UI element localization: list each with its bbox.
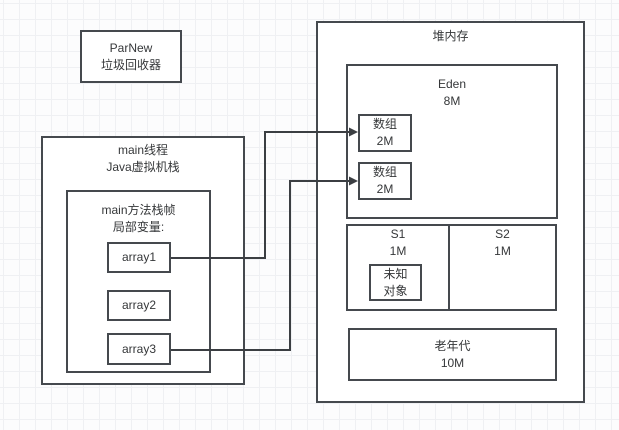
local-vars-label: 局部变量:	[112, 220, 165, 234]
old-generation-box: 老年代 10M	[348, 328, 557, 381]
parnew-gc-box: ParNew 垃圾回收器	[80, 30, 182, 83]
survivor-s2-name: S2	[495, 227, 510, 241]
eden-name: Eden	[437, 77, 467, 91]
unknown-object-line2: 对象	[383, 283, 408, 298]
jvm-stack-title-line1: main线程	[117, 143, 168, 157]
heap-memory-title: 堆内存	[432, 29, 469, 43]
old-generation-name: 老年代	[434, 338, 471, 353]
local-var-array1-box: array1	[107, 242, 171, 273]
eden-array-object-2-size: 2M	[376, 182, 394, 196]
eden-array-object-1-name: 数组	[372, 117, 397, 131]
parnew-gc-subtitle: 垃圾回收器	[100, 57, 161, 72]
local-var-array2-box: array2	[107, 290, 171, 321]
stack-frame-title: main方法栈帧	[101, 203, 176, 217]
unknown-object-box: 未知 对象	[369, 264, 422, 301]
eden-size: 8M	[443, 94, 461, 108]
local-var-array3-box: array3	[107, 333, 171, 365]
parnew-gc-name: ParNew	[109, 40, 153, 55]
eden-array-object-2-name: 数组	[372, 165, 397, 179]
eden-array-object-2-box: 数组 2M	[358, 162, 412, 200]
survivor-s2-box: S2 1M	[448, 224, 557, 311]
jvm-stack-title-line2: Java虚拟机栈	[106, 160, 180, 174]
survivor-s1-size: 1M	[389, 244, 407, 258]
local-var-array3-label: array3	[121, 341, 156, 356]
old-generation-size: 10M	[440, 355, 465, 370]
eden-array-object-1-size: 2M	[376, 134, 394, 148]
unknown-object-line1: 未知	[383, 266, 408, 281]
survivor-s2-size: 1M	[494, 244, 511, 258]
local-var-array2-label: array2	[121, 298, 156, 312]
local-var-array1-label: array1	[121, 250, 156, 264]
survivor-s1-name: S1	[390, 227, 406, 241]
eden-array-object-1-box: 数组 2M	[358, 114, 412, 152]
